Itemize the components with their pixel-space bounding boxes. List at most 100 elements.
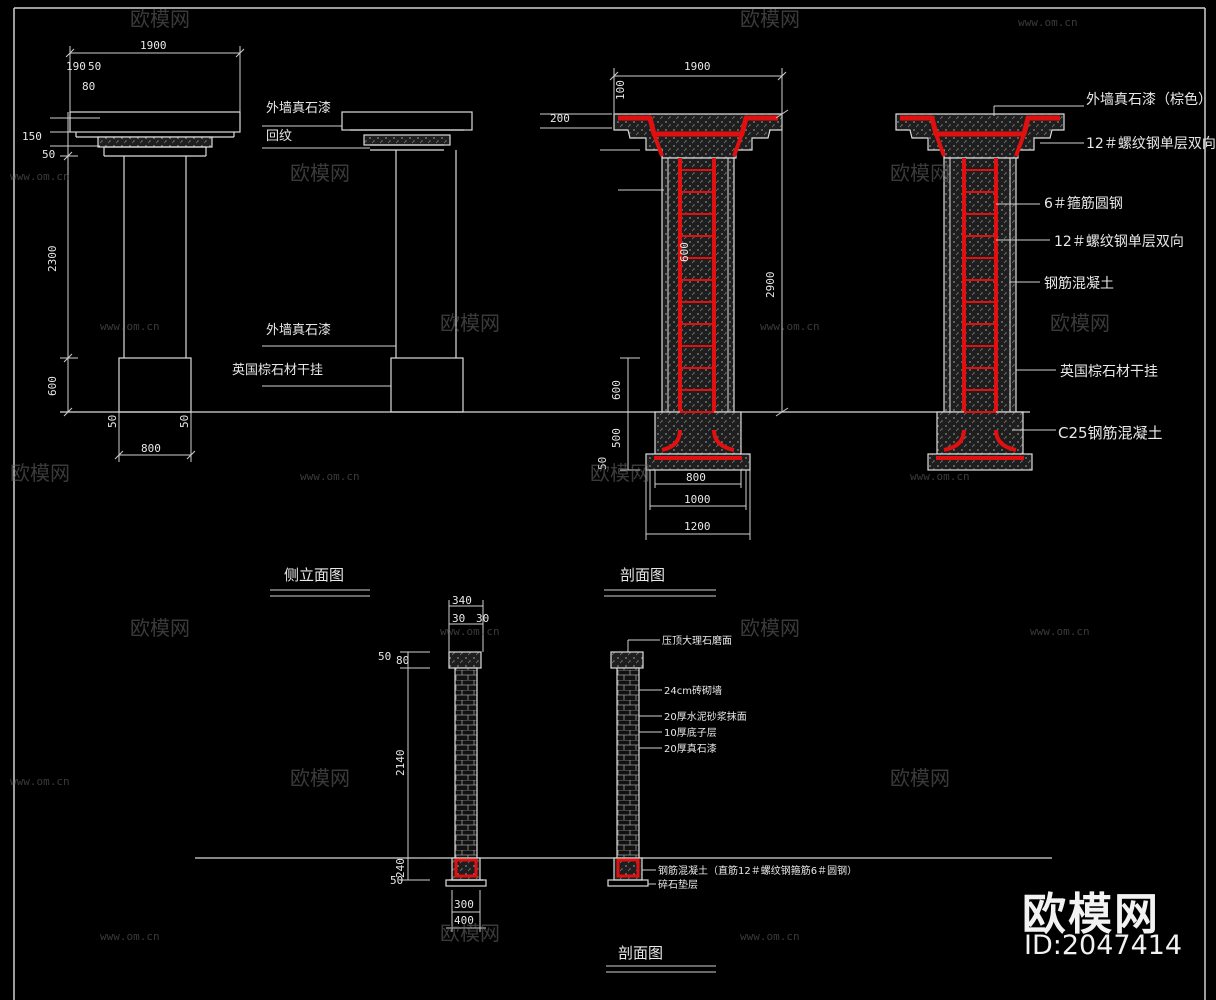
label-s2-gravel: 碎石垫层 [658,878,698,891]
title-section-2: 剖面图 [618,944,663,962]
dim-190: 190 [66,60,86,73]
label-s1-finish: 外墙真石漆（棕色） [1086,91,1212,108]
dim-s2-2140: 2140 [394,750,407,777]
dim-50c: 50 [106,415,119,428]
section-2-dims [400,600,486,932]
label-s2-plaster: 20厚水泥砂浆抹面 [664,710,747,723]
watermark-brand: 欧模网 [740,616,800,640]
dim-s2-400: 400 [454,914,474,927]
watermark-brand: 欧模网 [440,921,500,945]
watermark-url: www.om.cn [910,470,970,483]
watermark-url: www.om.cn [100,930,160,943]
section-1-right [895,113,1065,471]
watermark-brand: 欧模网 [10,461,70,485]
title-underline-side [270,589,370,597]
watermark-brand: 欧模网 [290,766,350,790]
label-finish-b: 外墙真石漆 [266,322,331,338]
dim-80: 80 [82,80,95,93]
section-2-leaders [627,639,662,885]
dim-s2-50: 50 [378,650,391,663]
watermark-brand: 欧模网 [590,461,650,485]
ground-lines [60,411,1052,859]
watermark-brand: 欧模网 [130,7,190,31]
label-s1-concrete: 钢筋混凝土 [1044,275,1114,292]
brand-id: ID:2047414 [1024,930,1183,961]
label-s1-rebar-top: 12＃螺纹钢单层双向 [1086,136,1216,152]
watermark-brand: 欧模网 [130,616,190,640]
label-s2-rc: 钢筋混凝土（直筋12＃螺纹钢箍筋6＃圆钢） [658,864,857,877]
dim-s1-600: 600 [678,242,691,262]
label-fret: 回纹 [266,129,292,144]
watermark-brand: 欧模网 [290,161,350,185]
dim-s2-340: 340 [452,594,472,607]
label-s2-brick: 24cm砖砌墙 [664,684,722,697]
dim-s1-1900: 1900 [684,60,711,73]
dim-s1-800: 800 [686,471,706,484]
dim-s1-50: 50 [596,457,609,470]
watermark-brand: 欧模网 [890,766,950,790]
watermark-brand: 欧模网 [1050,311,1110,335]
dim-s1-1200: 1200 [684,520,711,533]
dim-s2-80: 80 [396,654,409,667]
dim-2300: 2300 [46,246,59,273]
dim-s2-50b: 50 [390,874,403,887]
section-1-stirrups [680,169,714,413]
dim-s1-100: 100 [614,80,627,100]
section-2-wall-a [445,651,487,887]
title-section-1: 剖面图 [620,566,665,584]
dim-s1-500: 500 [610,428,623,448]
label-s1-stone: 英国棕石材干挂 [1060,363,1158,380]
drawing-frame [13,7,1206,1000]
watermark-url: www.om.cn [740,930,800,943]
watermark-brand: 欧模网 [440,311,500,335]
watermark-url: www.om.cn [10,170,70,183]
title-side-elevation: 侧立面图 [284,566,344,584]
label-s2-coping: 压顶大理石磨面 [662,634,732,647]
label-s1-c25: C25钢筋混凝土 [1058,424,1163,442]
watermark-url: www.om.cn [10,775,70,788]
dim-50: 50 [88,60,101,73]
dim-1900: 1900 [140,39,167,52]
dim-s2-30a: 30 [452,612,465,625]
side-elevation-a [69,111,241,413]
section-1-leaders [993,105,1084,431]
label-s2-finish: 20厚真石漆 [664,742,717,755]
brand-logo-text: 欧模网 [1022,889,1160,940]
watermark-brand: 欧模网 [740,7,800,31]
section-1-dims [540,68,789,540]
dim-150: 150 [22,130,42,143]
label-finish-a: 外墙真石漆 [266,100,331,116]
dim-s2-240: 240 [394,858,407,878]
section-1-right-stirrups [964,169,996,413]
watermark-url: www.om.cn [100,320,160,333]
watermark-url: www.om.cn [1018,16,1078,29]
label-s1-stirrup: 6＃箍筋圆钢 [1044,195,1123,212]
dim-800: 800 [141,442,161,455]
dim-50b: 50 [42,148,55,161]
dim-s1-2900: 2900 [764,272,777,299]
dim-s1-200: 200 [550,112,570,125]
dim-600: 600 [46,376,59,396]
side-elevation-dims [50,46,245,462]
watermark-url: www.om.cn [760,320,820,333]
watermark-url: www.om.cn [440,625,500,638]
dim-s1-600b: 600 [610,380,623,400]
section-2-wall-b [607,651,649,887]
watermark-brand: 欧模网 [890,161,950,185]
side-elevation-b [341,111,473,413]
label-s1-rebar: 12＃螺纹钢单层双向 [1054,234,1184,250]
dim-s2-30b: 30 [476,612,489,625]
label-stone: 英国棕石材干挂 [232,363,323,378]
watermark-url: www.om.cn [1030,625,1090,638]
dim-s2-300: 300 [454,898,474,911]
title-underline-s1 [604,589,716,597]
section-1-left [613,113,783,471]
watermark-url: www.om.cn [300,470,360,483]
title-underline-s2 [606,965,716,973]
dim-50d: 50 [178,415,191,428]
dim-s1-1000: 1000 [684,493,711,506]
side-elevation-leaders [262,125,396,387]
label-s2-base: 10厚底子层 [664,726,717,739]
